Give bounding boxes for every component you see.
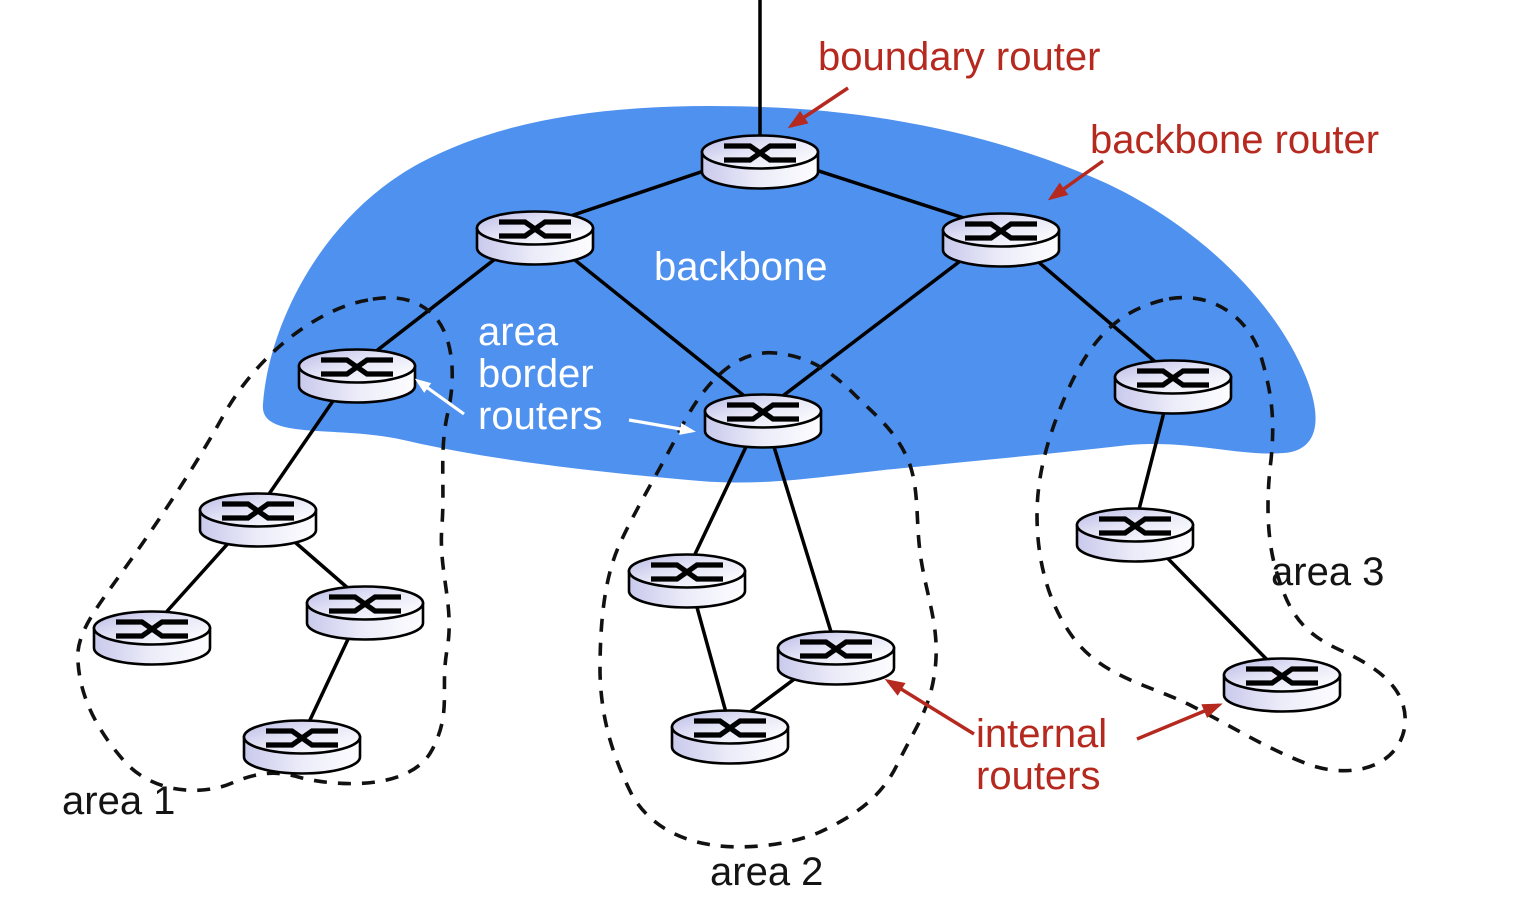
router-crossbar-icon (1137, 368, 1209, 388)
area2-label: area 2 (710, 850, 824, 894)
router-crossbar-icon (329, 594, 401, 614)
router-crossbar-icon (116, 619, 188, 639)
area-border-arrow-right (628, 418, 696, 435)
router-bb-left (475, 210, 595, 266)
router-crossbar-icon (724, 143, 796, 163)
router-bb-right (941, 212, 1061, 268)
router-a2r2 (776, 630, 896, 686)
annotation-arrows (414, 86, 1223, 741)
routers-layer (92, 134, 1342, 775)
router-crossbar-icon (222, 501, 294, 521)
router-crossbar-icon (321, 357, 393, 377)
router-a2r1 (627, 553, 747, 609)
router-abr3 (1113, 359, 1233, 415)
router-crossbar-icon (1099, 516, 1171, 536)
internal-routers-arrow-left (884, 678, 975, 736)
router-a1r2 (92, 610, 212, 666)
router-boundary (700, 134, 820, 190)
router-crossbar-icon (1246, 666, 1318, 686)
backbone-router-label: backbone router (1090, 118, 1380, 162)
link-abr2-a2r2 (761, 410, 838, 649)
router-crossbar-icon (800, 639, 872, 659)
router-crossbar-icon (694, 718, 766, 738)
router-crossbar-icon (965, 221, 1037, 241)
router-a3r2 (1222, 657, 1342, 713)
area3-outline (1035, 295, 1407, 773)
router-crossbar-icon (499, 219, 571, 239)
router-a1r1 (198, 492, 318, 548)
router-crossbar-icon (651, 562, 723, 582)
router-a3r1 (1075, 507, 1195, 563)
internal-routers-arrow-right (1136, 703, 1223, 741)
router-abr1 (297, 348, 417, 404)
boundary-router-arrow (787, 86, 849, 129)
router-abr2 (703, 393, 823, 449)
boundary-router-label: boundary router (818, 35, 1101, 79)
area2-outline (598, 351, 938, 849)
backbone-label: backbone (654, 245, 828, 289)
router-crossbar-icon (266, 728, 338, 748)
area3-label: area 3 (1271, 550, 1385, 594)
router-crossbar-icon (727, 402, 799, 422)
area-border-arrow-left (414, 378, 465, 416)
area-border-routers-label: area border routers (478, 310, 603, 438)
backbone-router-arrow (1047, 159, 1105, 201)
router-a2r3 (670, 709, 790, 765)
area1-label: area 1 (62, 779, 176, 823)
router-a1r4 (242, 719, 362, 775)
router-a1r3 (305, 585, 425, 641)
internal-routers-label: internal routers (976, 712, 1108, 798)
